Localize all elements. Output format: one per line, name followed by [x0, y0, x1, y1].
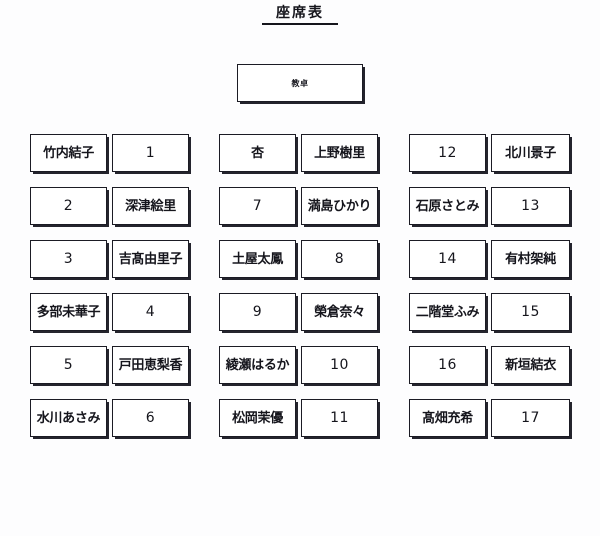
seat-name-label: 深津絵里 — [125, 198, 176, 214]
seat-box[interactable]: 綾瀬はるか — [219, 346, 296, 384]
seat-box[interactable]: 水川あさみ — [30, 399, 107, 437]
seat-row: 2 深津絵里 7 満島ひかり 石原さとみ 13 — [0, 187, 600, 240]
seat-row: 竹内結子 1 杏 上野樹里 12 北川景子 — [0, 134, 600, 187]
seat-number-label: 10 — [330, 356, 349, 373]
seat-box[interactable]: 石原さとみ — [409, 187, 486, 225]
page-title: 座席表 — [0, 2, 600, 25]
seat-name-label: 杏 — [251, 145, 264, 161]
seat-box[interactable]: 新垣結衣 — [491, 346, 570, 384]
seat-name-label: 北川景子 — [505, 145, 556, 161]
seat-number-label: 12 — [438, 144, 457, 161]
seat-box[interactable]: 4 — [112, 293, 189, 331]
seat-box[interactable]: 戸田恵梨香 — [112, 346, 189, 384]
teacher-desk-label: 教卓 — [291, 78, 309, 88]
seat-name-label: 多部未華子 — [36, 304, 101, 320]
seat-name-label: 髙畑充希 — [422, 410, 473, 426]
seat-box[interactable]: 8 — [301, 240, 378, 278]
page-title-text: 座席表 — [276, 5, 324, 21]
seat-number-label: 13 — [521, 197, 540, 214]
seat-box[interactable]: 吉髙由里子 — [112, 240, 189, 278]
seat-box[interactable]: 深津絵里 — [112, 187, 189, 225]
seat-box[interactable]: 有村架純 — [491, 240, 570, 278]
seat-name-label: 水川あさみ — [36, 410, 101, 426]
seat-box[interactable]: 二階堂ふみ — [409, 293, 486, 331]
seat-box[interactable]: 多部未華子 — [30, 293, 107, 331]
seat-box[interactable]: 2 — [30, 187, 107, 225]
seat-row: 5 戸田恵梨香 綾瀬はるか 10 16 新垣結衣 — [0, 346, 600, 399]
seat-number-label: 5 — [63, 356, 74, 373]
seat-name-label: 満島ひかり — [307, 198, 372, 214]
seat-name-label: 竹内結子 — [43, 145, 94, 161]
seat-number-label: 8 — [334, 250, 345, 267]
seat-number-label: 16 — [438, 356, 457, 373]
seat-box[interactable]: 竹内結子 — [30, 134, 107, 172]
seat-box[interactable]: 1 — [112, 134, 189, 172]
seat-name-label: 土屋太鳳 — [232, 251, 283, 267]
seat-box[interactable]: 満島ひかり — [301, 187, 378, 225]
seat-number-label: 6 — [145, 409, 156, 426]
seat-name-label: 二階堂ふみ — [415, 304, 480, 320]
title-underline — [262, 23, 338, 25]
seat-box[interactable]: 上野樹里 — [301, 134, 378, 172]
seat-box[interactable]: 杏 — [219, 134, 296, 172]
seat-box[interactable]: 北川景子 — [491, 134, 570, 172]
seat-box[interactable]: 7 — [219, 187, 296, 225]
seat-box[interactable]: 13 — [491, 187, 570, 225]
seat-name-label: 綾瀬はるか — [225, 357, 290, 373]
seat-number-label: 7 — [252, 197, 263, 214]
seat-number-label: 1 — [145, 144, 156, 161]
seat-number-label: 15 — [521, 303, 540, 320]
page-title-inner: 座席表 — [262, 5, 338, 25]
seat-row: 3 吉髙由里子 土屋太鳳 8 14 有村架純 — [0, 240, 600, 293]
seat-row: 多部未華子 4 9 榮倉奈々 二階堂ふみ 15 — [0, 293, 600, 346]
seat-name-label: 新垣結衣 — [505, 357, 556, 373]
seat-name-label: 松岡茉優 — [232, 410, 283, 426]
seat-box[interactable]: 16 — [409, 346, 486, 384]
seat-box[interactable]: 土屋太鳳 — [219, 240, 296, 278]
seat-box[interactable]: 10 — [301, 346, 378, 384]
seat-box[interactable]: 3 — [30, 240, 107, 278]
seat-name-label: 戸田恵梨香 — [118, 357, 183, 373]
seat-box[interactable]: 5 — [30, 346, 107, 384]
seat-name-label: 榮倉奈々 — [314, 304, 365, 320]
seat-box[interactable]: 松岡茉優 — [219, 399, 296, 437]
seat-number-label: 4 — [145, 303, 156, 320]
seat-number-label: 2 — [63, 197, 74, 214]
seat-box[interactable]: 11 — [301, 399, 378, 437]
seat-number-label: 3 — [63, 250, 74, 267]
seat-number-label: 17 — [521, 409, 540, 426]
seat-box[interactable]: 髙畑充希 — [409, 399, 486, 437]
seat-name-label: 有村架純 — [505, 251, 556, 267]
seat-number-label: 11 — [330, 409, 349, 426]
seat-number-label: 14 — [438, 250, 457, 267]
seat-number-label: 9 — [252, 303, 263, 320]
seat-box[interactable]: 14 — [409, 240, 486, 278]
seat-grid: 竹内結子 1 杏 上野樹里 12 北川景子 2 深津絵里 7 満島ひかり 石原さとみ 13 3 吉髙由里子… — [0, 134, 600, 452]
seat-box[interactable]: 12 — [409, 134, 486, 172]
seat-name-label: 石原さとみ — [415, 198, 480, 214]
teacher-desk-box[interactable]: 教卓 — [237, 64, 363, 102]
seat-box[interactable]: 榮倉奈々 — [301, 293, 378, 331]
seat-box[interactable]: 6 — [112, 399, 189, 437]
seat-box[interactable]: 9 — [219, 293, 296, 331]
seat-box[interactable]: 17 — [491, 399, 570, 437]
seat-name-label: 上野樹里 — [314, 145, 365, 161]
seat-name-label: 吉髙由里子 — [118, 251, 183, 267]
seat-row: 水川あさみ 6 松岡茉優 11 髙畑充希 17 — [0, 399, 600, 452]
seat-box[interactable]: 15 — [491, 293, 570, 331]
